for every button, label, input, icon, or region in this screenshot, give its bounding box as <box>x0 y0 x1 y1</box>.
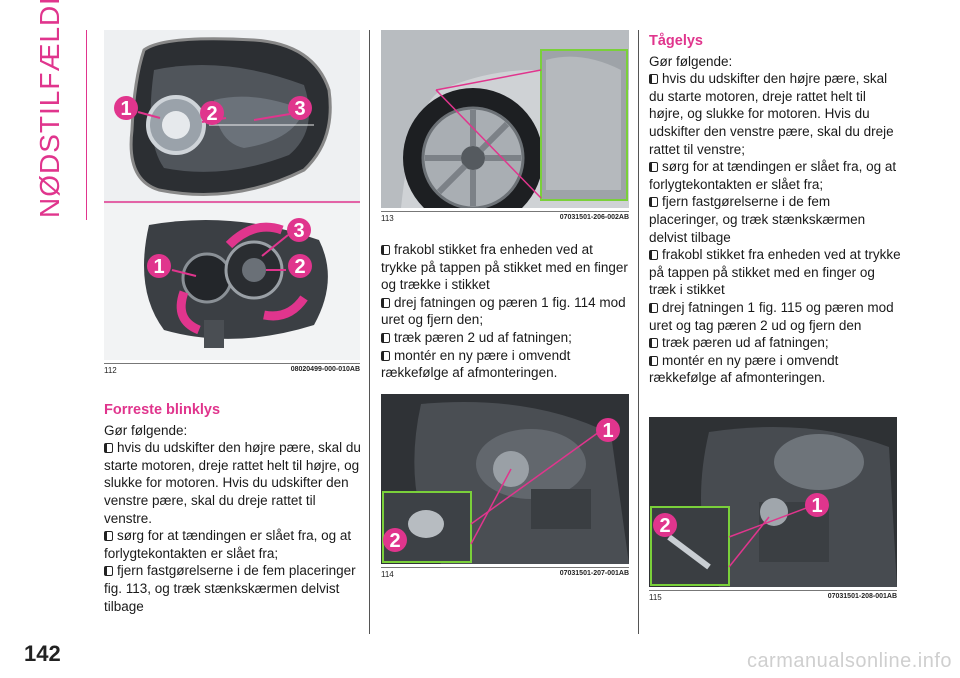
figure-number: 112 <box>104 366 117 375</box>
bullet-icon <box>381 297 390 308</box>
marker-2: 2 <box>389 530 400 552</box>
figure-113-image <box>381 30 629 208</box>
marker-2: 2 <box>294 256 305 278</box>
column-divider <box>638 30 639 634</box>
bullet-icon <box>649 302 658 313</box>
marker-3: 3 <box>293 220 304 242</box>
heading-forreste-blinklys: Forreste blinklys <box>104 402 221 418</box>
bullet-icon <box>381 245 390 255</box>
figure-code: 07031501-207-001AB <box>559 570 629 577</box>
bullet-icon <box>649 162 658 173</box>
column-1-text: Forreste blinklys Gør følgende: hvis du … <box>104 402 362 615</box>
bullet-icon <box>381 350 390 361</box>
list-item: sørg for at tændingen er slået fra, og a… <box>104 528 352 561</box>
figure-113-caption: 113 07031501-206-002AB <box>381 211 629 223</box>
bullet-icon <box>649 74 658 85</box>
page-number: 142 <box>24 641 61 666</box>
headlamp-illustration: 1 2 3 1 2 3 <box>104 30 360 360</box>
figure-112-caption: 112 08020499-000-010AB <box>104 363 360 375</box>
list-item: montér en ny pære i omvendt rækkefølge a… <box>649 352 839 386</box>
fog-lamp-bulb-illustration: 1 2 <box>649 417 897 587</box>
marker-2: 2 <box>659 515 670 537</box>
bullet-icon <box>381 332 390 343</box>
list-item: fjern fastgørelserne i de fem placeringe… <box>649 194 866 245</box>
list-item: træk pæren ud af fatningen; <box>649 334 903 352</box>
marker-1: 1 <box>811 495 822 517</box>
bullet-icon <box>649 197 658 208</box>
marker-2: 2 <box>206 103 217 125</box>
intro-text: Gør følgende: <box>649 53 733 69</box>
bullet-icon <box>649 355 658 366</box>
bullet-icon <box>104 443 113 454</box>
list-item: frakobl stikket fra enheden ved at trykk… <box>381 242 628 293</box>
list-item: træk pæren 2 ud af fatningen; <box>381 329 631 347</box>
watermark: carmanualsonline.info <box>746 650 952 672</box>
figure-code: 07031501-206-002AB <box>559 214 629 221</box>
column-divider <box>369 30 370 634</box>
intro-text: Gør følgende: <box>104 422 188 438</box>
marker-3: 3 <box>294 98 305 120</box>
figure-code: 08020499-000-010AB <box>290 366 360 373</box>
list-item: fjern fastgørelserne i de fem placeringe… <box>104 563 356 614</box>
fog-lamp-socket-illustration: 1 2 <box>381 394 629 564</box>
marker-1: 1 <box>153 256 164 278</box>
section-title-text: NØDSTILFÆLDE <box>34 0 65 218</box>
figure-number: 113 <box>381 214 394 223</box>
list-item: montér en ny pære i omvendt rækkefølge a… <box>381 347 571 381</box>
wheel-arch-illustration <box>381 30 629 208</box>
figure-number: 115 <box>649 593 662 602</box>
figure-115-caption: 115 07031501-208-001AB <box>649 590 897 602</box>
heading-taagelys: Tågelys <box>649 33 703 49</box>
figure-code: 07031501-208-001AB <box>827 593 897 600</box>
section-title-rule <box>86 30 87 220</box>
section-title: NØDSTILFÆLDE <box>34 0 80 220</box>
list-item: frakobl stikket fra enheden ved at trykk… <box>649 247 901 298</box>
column-2-text: frakobl stikket fra enheden ved at trykk… <box>381 241 631 382</box>
figure-number: 114 <box>381 570 394 579</box>
list-item: sørg for at tændingen er slået fra, og a… <box>649 159 897 192</box>
bullet-icon <box>104 566 113 577</box>
figure-115-image: 1 2 <box>649 417 897 587</box>
list-item: drej fatningen og pæren 1 fig. 114 mod u… <box>381 294 626 328</box>
list-item: hvis du udskifter den højre pære, skal d… <box>649 71 894 157</box>
bullet-icon <box>649 338 658 349</box>
figure-114-caption: 114 07031501-207-001AB <box>381 567 629 579</box>
figure-112-markers: 1 2 3 1 2 3 <box>114 96 312 278</box>
column-3-text: Tågelys Gør følgende: hvis du udskifter … <box>649 33 903 387</box>
marker-1: 1 <box>602 420 613 442</box>
list-item: drej fatningen 1 fig. 115 og pæren mod u… <box>649 299 894 333</box>
figure-112-image: 1 2 3 1 2 3 <box>104 30 360 360</box>
bullet-icon <box>649 250 658 261</box>
marker-1: 1 <box>120 98 131 120</box>
figure-114-image: 1 2 <box>381 394 629 564</box>
bullet-icon <box>104 531 113 542</box>
list-item: hvis du udskifter den højre pære, skal d… <box>104 440 361 526</box>
